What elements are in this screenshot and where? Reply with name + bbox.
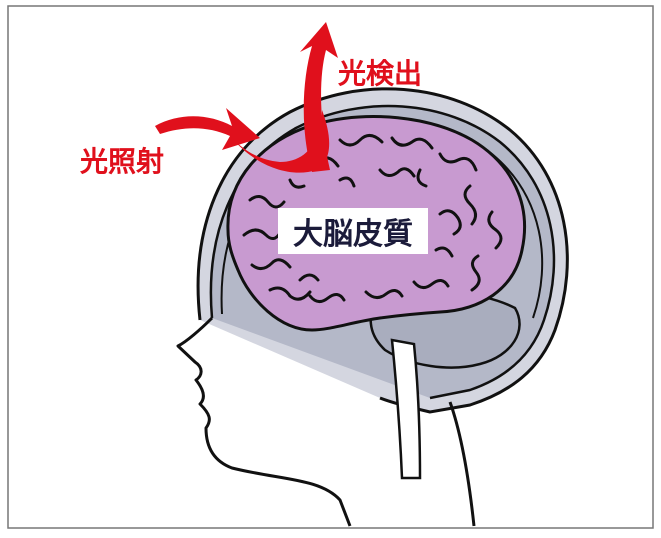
light-irradiation-label: 光照射	[80, 140, 164, 180]
neck-back	[450, 402, 474, 526]
light-detection-label: 光検出	[338, 52, 422, 92]
brainstem	[392, 340, 420, 478]
irradiation-arrow	[155, 108, 260, 150]
cerebral-cortex-label-box: 大脳皮質	[278, 208, 428, 254]
cerebral-cortex-label: 大脳皮質	[293, 209, 413, 253]
